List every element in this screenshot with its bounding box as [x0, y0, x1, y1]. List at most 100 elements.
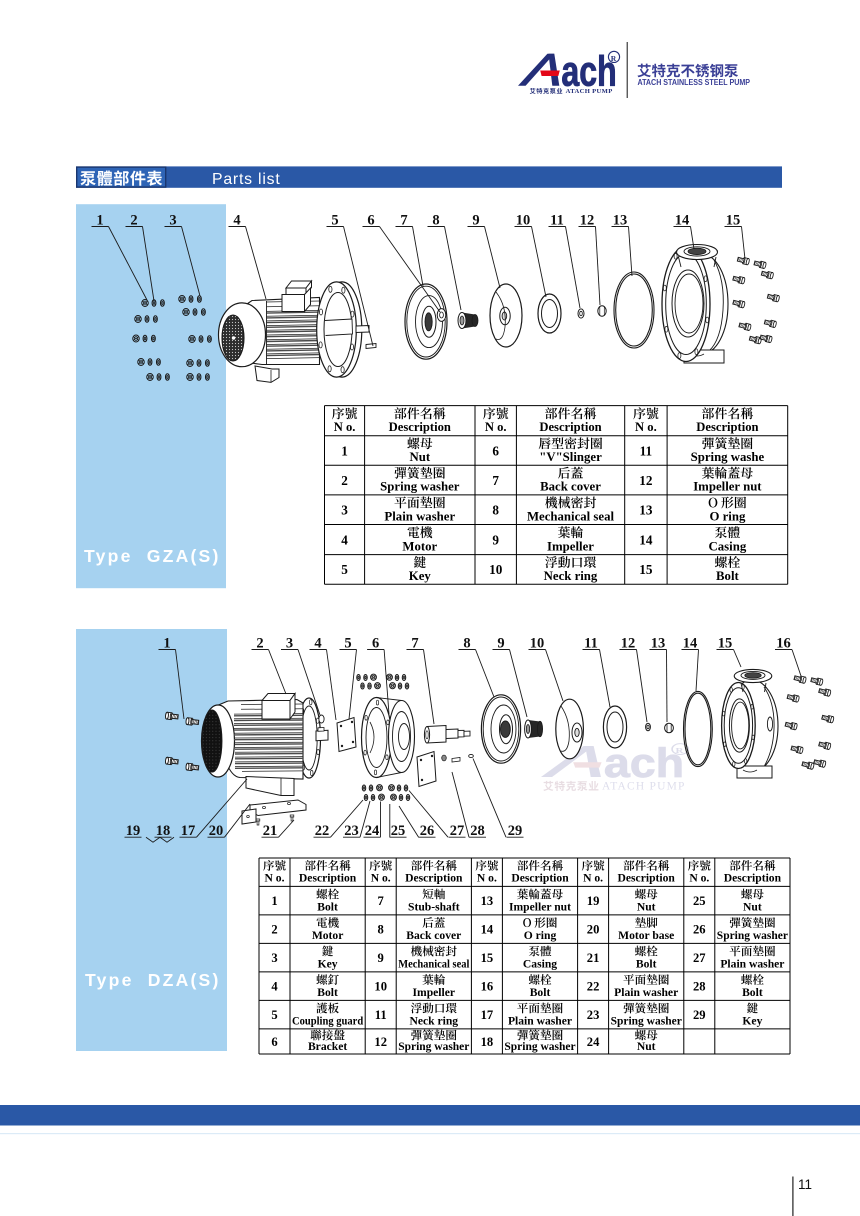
svg-text:28: 28	[693, 980, 706, 994]
svg-text:Spring washer: Spring washer	[380, 480, 460, 494]
svg-text:ATACH PUMP: ATACH PUMP	[566, 88, 613, 95]
svg-text:Bolt: Bolt	[716, 569, 739, 583]
svg-text:5: 5	[344, 635, 351, 651]
svg-text:Description: Description	[511, 872, 569, 885]
svg-text:N o.: N o.	[477, 872, 497, 885]
svg-text:N o.: N o.	[371, 872, 391, 885]
svg-text:16: 16	[776, 635, 791, 651]
svg-text:Bracket: Bracket	[308, 1040, 347, 1053]
svg-text:2: 2	[271, 923, 277, 937]
svg-text:5: 5	[341, 562, 348, 577]
svg-text:14: 14	[639, 532, 653, 547]
svg-text:R: R	[611, 54, 617, 63]
svg-text:Bolt: Bolt	[317, 986, 338, 999]
svg-text:16: 16	[481, 980, 494, 994]
svg-text:Description: Description	[389, 420, 451, 434]
svg-text:7: 7	[411, 635, 418, 651]
svg-text:N o.: N o.	[334, 420, 356, 434]
svg-text:8: 8	[492, 503, 499, 518]
svg-text:18: 18	[481, 1035, 494, 1049]
svg-text:Bolt: Bolt	[317, 901, 338, 914]
svg-text:24: 24	[365, 823, 380, 839]
svg-text:13: 13	[481, 894, 494, 908]
svg-text:R: R	[675, 747, 683, 755]
svg-text:Key: Key	[742, 1015, 762, 1028]
svg-text:26: 26	[420, 823, 435, 839]
svg-text:Description: Description	[405, 872, 463, 885]
svg-text:Impeller: Impeller	[413, 986, 456, 999]
svg-text:22: 22	[315, 823, 330, 839]
svg-text:20: 20	[587, 923, 600, 937]
svg-text:Description: Description	[618, 872, 676, 885]
svg-text:Spring washe: Spring washe	[691, 450, 765, 464]
svg-text:25: 25	[693, 894, 706, 908]
svg-text:Description: Description	[299, 872, 357, 885]
svg-text:29: 29	[693, 1008, 706, 1022]
svg-text:27: 27	[693, 951, 706, 965]
svg-text:11: 11	[375, 1008, 387, 1022]
svg-text:Nut: Nut	[637, 901, 656, 914]
svg-text:N o.: N o.	[583, 872, 603, 885]
svg-text:Spring washer: Spring washer	[398, 1040, 469, 1053]
svg-text:4: 4	[271, 980, 278, 994]
svg-text:14: 14	[683, 635, 698, 651]
svg-text:4: 4	[341, 532, 348, 547]
svg-text:9: 9	[378, 951, 384, 965]
svg-text:21: 21	[587, 951, 600, 965]
svg-text:6: 6	[372, 635, 379, 651]
svg-text:10: 10	[516, 212, 531, 228]
svg-text:8: 8	[378, 923, 384, 937]
svg-text:ATACH STAINLESS STEEL PUMP: ATACH STAINLESS STEEL PUMP	[638, 78, 751, 87]
svg-text:N o.: N o.	[265, 872, 285, 885]
svg-text:25: 25	[391, 823, 406, 839]
svg-text:Stub-shaft: Stub-shaft	[408, 901, 460, 914]
svg-text:Type DZA(S): Type DZA(S)	[85, 970, 221, 990]
svg-text:Mechanical seal: Mechanical seal	[398, 958, 470, 971]
svg-text:7: 7	[400, 212, 407, 228]
svg-text:3: 3	[286, 635, 293, 651]
svg-text:9: 9	[497, 635, 504, 651]
svg-text:18: 18	[156, 823, 171, 839]
svg-text:2: 2	[130, 212, 137, 228]
svg-text:26: 26	[693, 923, 706, 937]
svg-text:Plain washer: Plain washer	[384, 509, 455, 523]
svg-text:22: 22	[587, 980, 600, 994]
svg-text:15: 15	[726, 212, 741, 228]
svg-text:Description: Description	[696, 420, 758, 434]
svg-text:19: 19	[587, 894, 600, 908]
svg-text:Plain washer: Plain washer	[508, 1015, 572, 1028]
svg-text:Impeller: Impeller	[547, 539, 594, 553]
svg-text:13: 13	[651, 635, 666, 651]
svg-text:N o.: N o.	[485, 420, 507, 434]
svg-text:2: 2	[341, 473, 348, 488]
svg-text:Bolt: Bolt	[530, 986, 551, 999]
svg-text:17: 17	[181, 823, 196, 839]
svg-text:1: 1	[341, 443, 348, 458]
svg-text:14: 14	[481, 923, 494, 937]
svg-text:Spring washer: Spring washer	[504, 1040, 575, 1053]
svg-text:Mechanical seal: Mechanical seal	[527, 509, 615, 523]
svg-text:Bolt: Bolt	[636, 958, 657, 971]
svg-text:8: 8	[432, 212, 439, 228]
svg-text:23: 23	[344, 823, 359, 839]
svg-text:2: 2	[256, 635, 263, 651]
svg-text:Spring washer: Spring washer	[611, 1015, 682, 1028]
svg-text:Nut: Nut	[637, 1040, 656, 1053]
svg-text:11: 11	[640, 443, 652, 458]
svg-text:3: 3	[169, 212, 176, 228]
svg-text:Nut: Nut	[409, 450, 430, 464]
svg-text:10: 10	[530, 635, 545, 651]
svg-text:4: 4	[314, 635, 321, 651]
svg-text:O ring: O ring	[524, 929, 557, 942]
svg-text:12: 12	[374, 1035, 387, 1049]
svg-text:Back cover: Back cover	[540, 480, 601, 494]
svg-text:Plain washer: Plain washer	[720, 958, 784, 971]
svg-text:19: 19	[126, 823, 141, 839]
svg-text:13: 13	[639, 503, 653, 518]
svg-text:1: 1	[163, 635, 170, 651]
svg-text:8: 8	[463, 635, 470, 651]
svg-text:Motor: Motor	[402, 539, 437, 553]
svg-text:Casing: Casing	[523, 958, 557, 971]
svg-text:10: 10	[489, 562, 503, 577]
svg-text:Description: Description	[539, 420, 601, 434]
